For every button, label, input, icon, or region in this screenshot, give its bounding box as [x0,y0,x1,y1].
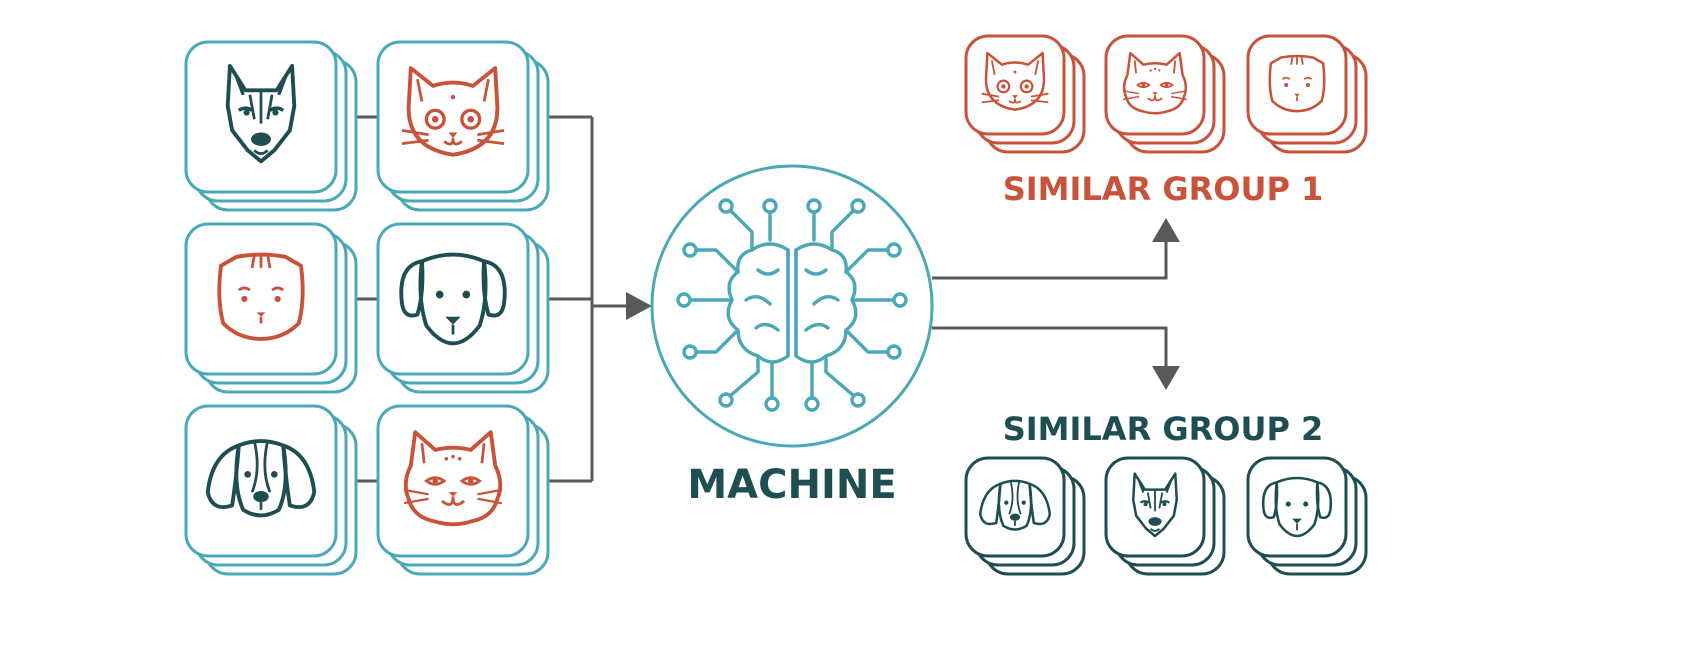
brain-circuit-icon [676,198,908,412]
input-card [184,40,358,212]
card-front [184,404,338,558]
input-card [376,222,550,394]
machine-label: MACHINE [687,462,896,508]
card-front [376,404,530,558]
card-front [964,456,1066,558]
similar-group-1-cards [964,34,1368,154]
input-card [184,404,358,576]
connector-line [932,242,1168,280]
machine-circle [650,164,934,448]
group-1-card [1104,34,1226,154]
similar-group-2-label: SIMILAR GROUP 2 [1003,410,1324,448]
arrowheads [626,218,1180,390]
machine-node: MACHINE [650,164,934,508]
input-card [376,40,550,212]
group-1-card [1246,34,1368,154]
card-front [184,222,338,376]
connector-line [932,326,1168,366]
input-card-grid [184,40,550,576]
arrow-to-group-1 [1152,218,1180,242]
card-front [1104,34,1206,136]
connector-lines [356,115,1168,483]
similar-group-2-cards [964,456,1368,576]
group-2-card [964,456,1086,576]
arrow-to-group-2 [1152,366,1180,390]
group-2-card [1246,456,1368,576]
group-2-card [1104,456,1226,576]
arrow-into-machine [626,292,652,320]
card-front [964,34,1066,136]
input-card [184,222,358,394]
card-front [376,40,530,194]
input-card [376,404,550,576]
group-1-card [964,34,1086,154]
similar-group-1-label: SIMILAR GROUP 1 [1003,170,1324,208]
card-front [1246,34,1348,136]
